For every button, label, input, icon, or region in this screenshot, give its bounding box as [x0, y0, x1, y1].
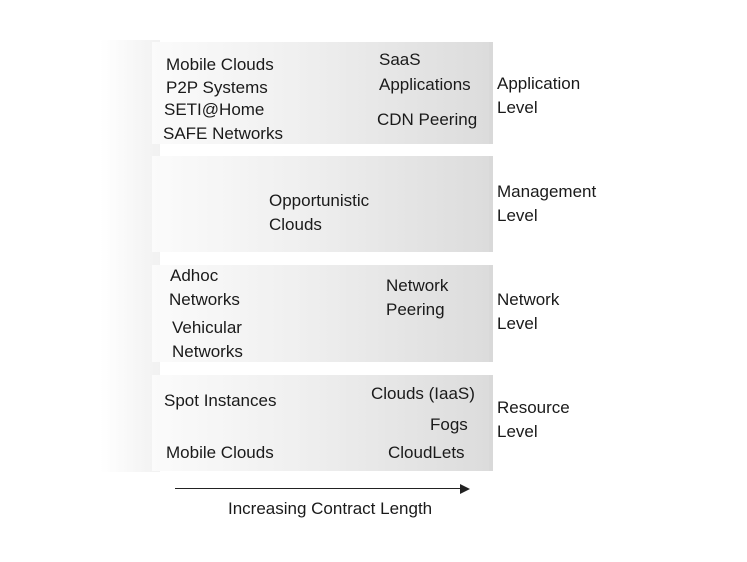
net-item-vehicular-line2: Networks [172, 342, 243, 361]
background-fade [100, 40, 160, 472]
res-item-fogs: Fogs [430, 415, 468, 434]
network-level-label-2: Level [497, 314, 538, 333]
application-band [152, 42, 493, 144]
net-item-adhoc-line2: Networks [169, 290, 240, 309]
mgmt-item-opportunistic: Opportunistic [269, 191, 370, 210]
resource-level-label-1: Resource [497, 398, 570, 417]
application-level-label-1: Application [497, 74, 581, 93]
mgmt-item-clouds: Clouds [269, 215, 322, 234]
res-item-cloudlets: CloudLets [388, 443, 465, 462]
app-item-p2p-systems: P2P Systems [166, 78, 268, 97]
contract-length-arrow-line [175, 488, 463, 489]
application-level-label-2: Level [497, 98, 538, 117]
app-item-cdn-peering: CDN Peering [377, 110, 478, 129]
res-item-mobile-clouds: Mobile Clouds [166, 443, 274, 462]
app-item-mobile-clouds: Mobile Clouds [166, 55, 274, 74]
management-band [152, 156, 493, 252]
arrow-right-icon [460, 484, 470, 494]
net-item-adhoc-line1: Adhoc [170, 266, 219, 285]
network-band [152, 265, 493, 362]
net-item-peering-line1: Network [386, 276, 449, 295]
resource-band [152, 375, 493, 471]
management-level-label-1: Management [497, 182, 597, 201]
axis-label: Increasing Contract Length [228, 499, 433, 518]
res-item-spot-instances: Spot Instances [164, 391, 277, 410]
network-level-label-1: Network [497, 290, 560, 309]
app-item-saas-line1: SaaS [379, 50, 421, 69]
res-item-clouds-iaas: Clouds (IaaS) [371, 384, 475, 403]
management-level-label-2: Level [497, 206, 538, 225]
resource-level-label-2: Level [497, 422, 538, 441]
app-item-saas-line2: Applications [379, 75, 471, 94]
net-item-vehicular-line1: Vehicular [172, 318, 242, 337]
app-item-seti: SETI@Home [164, 100, 265, 119]
app-item-safe-networks: SAFE Networks [163, 124, 283, 143]
net-item-peering-line2: Peering [386, 300, 445, 319]
